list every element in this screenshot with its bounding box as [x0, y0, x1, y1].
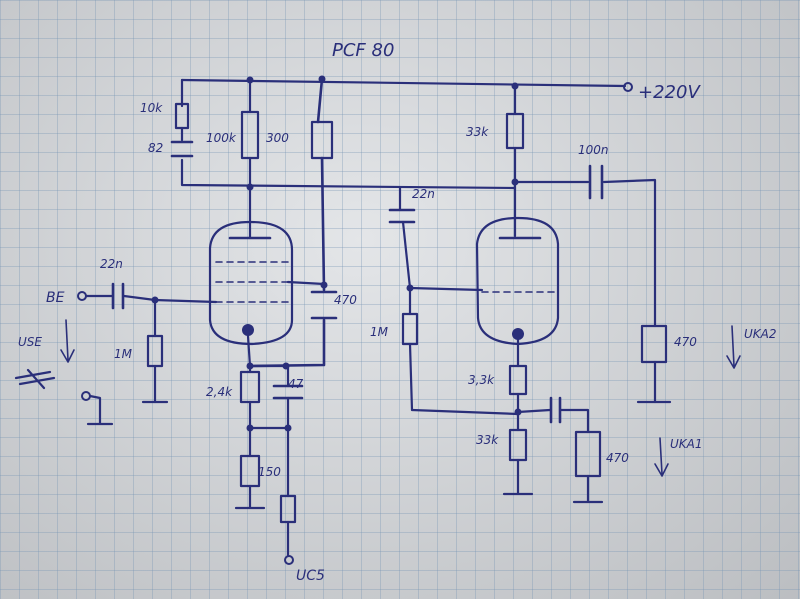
wire-cathode2 [502, 338, 534, 496]
supply-terminal [623, 82, 633, 92]
wire-cath2-bottom [410, 408, 520, 416]
label-33k-low: 33k [476, 433, 499, 447]
node-cath-a [246, 424, 254, 432]
label-1m-mid: 1M [370, 325, 389, 339]
capacitor-47 [272, 384, 304, 400]
label-uka1: UKA1 [670, 437, 703, 451]
resistor-10k [174, 102, 190, 130]
title: PCF 80 [332, 40, 394, 61]
resistor-100k [240, 110, 260, 160]
node-g2 [320, 281, 328, 289]
resistor-1m-mid [401, 312, 419, 346]
wire-rc-left [180, 78, 517, 190]
arrow-uka1 [654, 437, 669, 477]
capacitor-22n-in [111, 282, 125, 310]
scribble-mark [14, 368, 56, 390]
capacitor-82 [170, 140, 194, 158]
ground-terminal-in [81, 391, 91, 401]
label-22n-in: 22n [100, 257, 123, 271]
wire-cath-cap [516, 408, 604, 504]
label-22n-mid: 22n [412, 187, 435, 201]
capacitor-cath2 [549, 396, 562, 424]
resistor-33k [505, 112, 525, 150]
label-470-grid: 470 [334, 293, 357, 307]
wire-cathode-net [234, 364, 290, 558]
label-300: 300 [266, 131, 289, 145]
tube1-envelope [208, 220, 294, 346]
label-100n: 100n [578, 143, 609, 157]
capacitor-100n [588, 164, 604, 200]
label-470-cath: 470 [606, 451, 629, 465]
capacitor-470-grid [310, 290, 338, 320]
capacitor-470-out [640, 324, 668, 364]
tube1-cathode-lead [246, 334, 252, 368]
resistor-33k-low [508, 428, 528, 462]
resistor-1m-in [146, 334, 164, 368]
capacitor-470-cath [574, 430, 602, 478]
label-2-4k: 2,4k [206, 385, 233, 399]
resistor-3-3k [508, 364, 528, 396]
supply-label: +220V [638, 82, 701, 103]
resistor-150 [239, 454, 261, 488]
label-82: 82 [148, 141, 163, 155]
node-plate1 [246, 183, 254, 191]
capacitor-22n-mid [388, 208, 416, 224]
resistor-300 [310, 120, 334, 160]
label-be: BE [46, 290, 65, 306]
node-cath-b [284, 424, 292, 432]
label-47: 47 [288, 377, 304, 391]
label-470-out: 470 [674, 335, 697, 349]
tube2-envelope [475, 216, 560, 346]
wire-grid2 [408, 286, 484, 292]
wire-input [84, 294, 218, 304]
label-use: USE [18, 335, 42, 349]
tube1-cathode [242, 324, 254, 336]
wire-out [513, 178, 657, 404]
arrow-use [60, 319, 75, 363]
label-10k: 10k [140, 101, 163, 115]
resistor-2-4k [239, 370, 261, 404]
tube2-cathode [512, 328, 524, 340]
arrow-uka2 [726, 325, 741, 369]
label-33k: 33k [466, 125, 489, 139]
uce-terminal [284, 555, 294, 565]
label-100k: 100k [206, 131, 237, 145]
tube1-g2-lead [286, 280, 326, 286]
resistor-uce [279, 494, 297, 524]
label-uce: UC5 [296, 568, 325, 584]
supply-rail [180, 78, 627, 88]
label-3-3k: 3,3k [468, 373, 495, 387]
label-1m-in: 1M [114, 347, 133, 361]
label-uka2: UKA2 [744, 327, 777, 341]
input-terminal [77, 291, 87, 301]
wire-ground-in [86, 394, 114, 426]
label-150: 150 [258, 465, 281, 479]
